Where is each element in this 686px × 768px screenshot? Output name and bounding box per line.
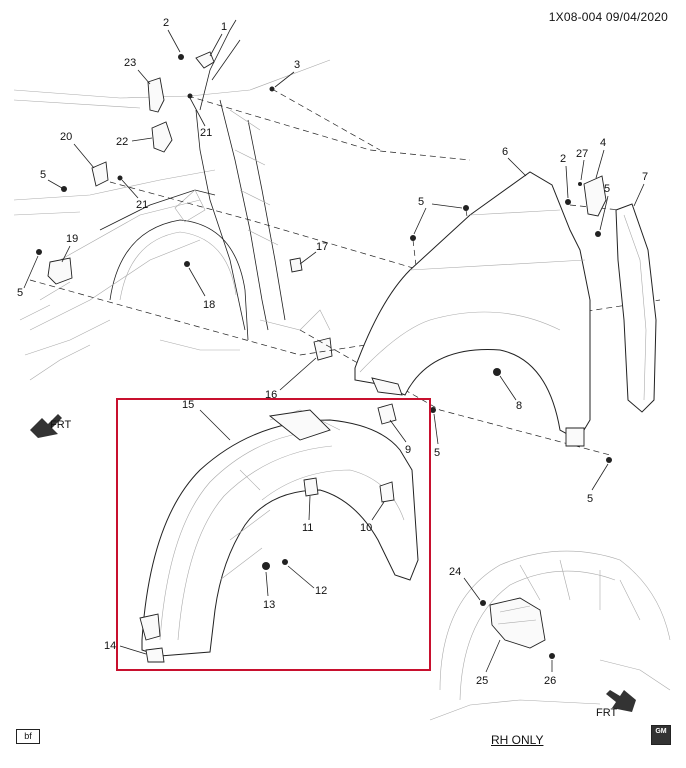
callout-4: 4 [600, 137, 606, 149]
callout-5-e: 5 [434, 447, 440, 459]
bracket-20 [91, 161, 109, 187]
callout-5-b: 5 [17, 287, 23, 299]
bracket-19 [47, 257, 73, 285]
callout-14: 14 [104, 640, 116, 652]
callout-8: 8 [516, 400, 522, 412]
highlight-box [116, 398, 431, 671]
callout-18: 18 [203, 299, 215, 311]
inset-detail [429, 550, 671, 721]
callout-25: 25 [476, 675, 488, 687]
fender [354, 171, 591, 447]
gm-logo: GM [651, 725, 671, 745]
callout-2: 2 [163, 17, 169, 29]
callout-13: 13 [263, 599, 275, 611]
callout-20: 20 [60, 131, 72, 143]
fasteners [36, 54, 612, 659]
bracket-22 [151, 121, 173, 153]
badge-bf: bf [16, 729, 40, 744]
wheelhouse-liner [139, 403, 419, 663]
diagram-code: 1X08-004 09/04/2020 [548, 10, 668, 24]
callout-16: 16 [265, 389, 277, 401]
callouts: 2 1 3 23 21 22 20 5 21 19 5 18 17 [17, 17, 648, 687]
callout-24: 24 [449, 566, 461, 578]
callout-6: 6 [502, 146, 508, 158]
rh-only-note: RH ONLY [491, 733, 544, 747]
callout-27: 27 [576, 148, 588, 160]
callout-5-d: 5 [604, 183, 610, 195]
callout-10: 10 [360, 522, 372, 534]
callout-21-b: 21 [136, 199, 148, 211]
callout-5-c: 5 [418, 196, 424, 208]
callout-23: 23 [124, 57, 136, 69]
bracket-1 [195, 51, 215, 69]
callout-7: 7 [642, 171, 648, 183]
callout-22: 22 [116, 136, 128, 148]
bracket-23 [147, 77, 165, 113]
front-arrow-right-label: FRT [596, 707, 617, 719]
callout-21: 21 [200, 127, 212, 139]
callout-2-b: 2 [560, 153, 566, 165]
front-arrow-left: FRT [30, 414, 71, 438]
callout-12: 12 [315, 585, 327, 597]
callout-19: 19 [66, 233, 78, 245]
gm-logo-text: GM [655, 728, 667, 735]
callout-5: 5 [40, 169, 46, 181]
bracket-16 [313, 337, 333, 361]
seal-4 [583, 175, 607, 217]
callout-1: 1 [221, 21, 227, 33]
callout-11: 11 [302, 522, 313, 534]
callout-5-f: 5 [587, 493, 593, 505]
molding [615, 203, 657, 413]
bracket-17 [289, 257, 303, 273]
callout-26: 26 [544, 675, 556, 687]
callout-3: 3 [294, 59, 300, 71]
callout-9: 9 [405, 444, 411, 456]
callout-15: 15 [182, 399, 194, 411]
front-arrow-left-label: FRT [50, 419, 71, 431]
callout-17: 17 [316, 241, 328, 253]
front-arrow-right: FRT [596, 690, 636, 719]
body-structure [13, 19, 331, 381]
